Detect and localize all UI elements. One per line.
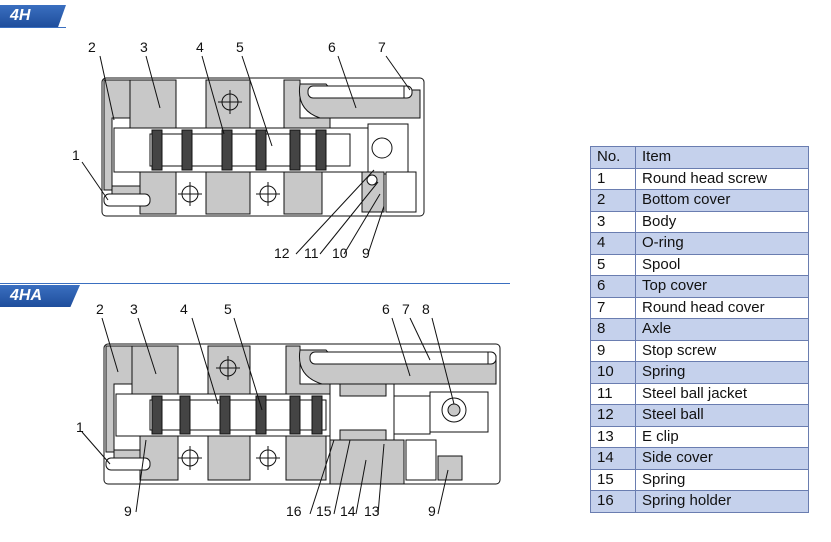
callout-4h-5: 5: [236, 39, 244, 55]
callout-4ha-2: 2: [96, 301, 104, 317]
part-item: Spring holder: [635, 490, 809, 513]
callout-4h-11: 11: [304, 245, 319, 261]
section-tag-4h: 4H: [0, 5, 66, 27]
callout-4ha-5: 5: [224, 301, 232, 317]
callout-4ha-9-left: 9: [124, 503, 132, 519]
part-number: 2: [590, 189, 636, 212]
callout-4h-1: 1: [72, 147, 80, 163]
part-number: 4: [590, 232, 636, 255]
part-item: Spool: [635, 253, 809, 276]
part-item: Steel ball jacket: [635, 382, 809, 405]
valve-4ha-drawing: [103, 343, 501, 485]
part-item: Bottom cover: [635, 189, 809, 212]
part-item: Round head cover: [635, 296, 809, 319]
part-number: 8: [590, 318, 636, 341]
part-item: O-ring: [635, 232, 809, 255]
part-item: Stop screw: [635, 339, 809, 362]
callout-4ha-3: 3: [130, 301, 138, 317]
part-number: 1: [590, 167, 636, 190]
header-no: No.: [590, 146, 636, 169]
part-number: 13: [590, 425, 636, 448]
part-item: Axle: [635, 318, 809, 341]
part-number: 9: [590, 339, 636, 362]
callout-4ha-16: 16: [286, 503, 302, 519]
part-number: 3: [590, 210, 636, 233]
callout-4ha-14: 14: [340, 503, 356, 519]
callout-4h-4: 4: [196, 39, 204, 55]
callout-4h-10: 10: [332, 245, 348, 261]
callout-4ha-8: 8: [422, 301, 430, 317]
callout-4h-12: 12: [274, 245, 290, 261]
part-number: 15: [590, 468, 636, 491]
part-number: 11: [590, 382, 636, 405]
header-item: Item: [635, 146, 809, 169]
callout-4h-2: 2: [88, 39, 96, 55]
part-number: 7: [590, 296, 636, 319]
section-rule-4h: [0, 27, 66, 28]
section-tag-4ha: 4HA: [0, 285, 80, 307]
callout-4h-3: 3: [140, 39, 148, 55]
table-header-row: No. Item: [590, 146, 809, 169]
part-item: Body: [635, 210, 809, 233]
part-number: 16: [590, 490, 636, 513]
callout-4ha-7: 7: [402, 301, 410, 317]
part-number: 5: [590, 253, 636, 276]
part-number: 12: [590, 404, 636, 427]
callout-4ha-4: 4: [180, 301, 188, 317]
callout-4ha-15: 15: [316, 503, 332, 519]
callout-4ha-13: 13: [364, 503, 380, 519]
callout-4h-7: 7: [378, 39, 386, 55]
part-item: Round head screw: [635, 167, 809, 190]
callout-4ha-6: 6: [382, 301, 390, 317]
part-item: Top cover: [635, 275, 809, 298]
part-number: 10: [590, 361, 636, 384]
section-divider: [0, 283, 510, 284]
part-number: 6: [590, 275, 636, 298]
part-item: Spring: [635, 468, 809, 491]
part-item: E clip: [635, 425, 809, 448]
valve-4h-drawing: [101, 77, 425, 217]
part-item: Side cover: [635, 447, 809, 470]
part-item: Steel ball: [635, 404, 809, 427]
part-number: 14: [590, 447, 636, 470]
part-item: Spring: [635, 361, 809, 384]
callout-4ha-1: 1: [76, 419, 84, 435]
callout-4h-9: 9: [362, 245, 370, 261]
callout-4h-6: 6: [328, 39, 336, 55]
callouts-4ha: 2 3 4 5 6 7 8 1 9 16 15 14 13 9: [76, 301, 455, 519]
callouts-4h: 2 3 4 5 6 7 1 12 11 10 9: [72, 39, 411, 261]
callout-4ha-9-right: 9: [428, 503, 436, 519]
